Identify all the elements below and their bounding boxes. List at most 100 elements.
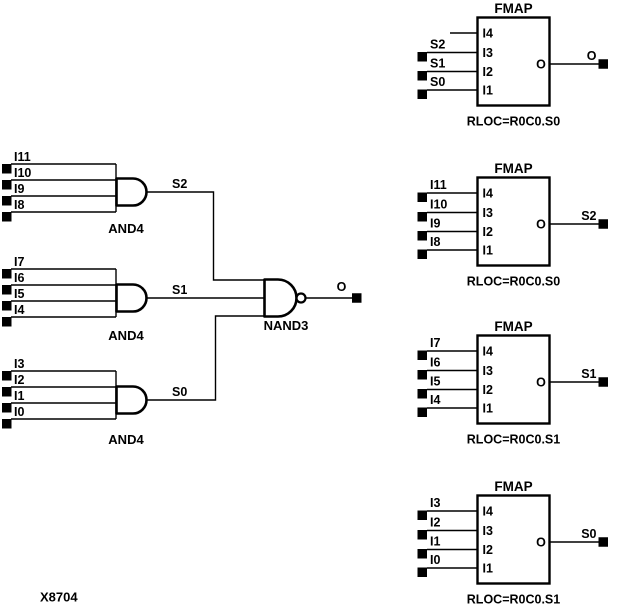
pin-label-i3: I3: [483, 524, 493, 538]
input-terminal: [417, 370, 427, 380]
pin-label-i3: I3: [483, 206, 493, 220]
input-label-i5: I5: [14, 287, 24, 301]
pin-label-o: O: [536, 536, 546, 550]
input-label-i4: I4: [14, 303, 24, 317]
and4-group-s0: I3 I2 I1 I0 AND4 S0: [2, 315, 265, 447]
input-terminal: [417, 89, 427, 99]
input-terminal: [2, 269, 12, 279]
input-terminal: [417, 407, 427, 417]
input-terminal: [417, 510, 427, 520]
pin-label-o: O: [536, 58, 546, 72]
and4-gate-symbol: [115, 385, 148, 415]
input-label-i7: I7: [14, 255, 24, 269]
net-label: I1: [430, 535, 440, 549]
net-label-out: S2: [581, 209, 596, 223]
fmap-box: [476, 334, 551, 425]
net-label: I9: [430, 217, 440, 231]
nand3-gate-symbol: [263, 278, 298, 318]
input-terminal: [2, 419, 12, 429]
gate-label-and4: AND4: [108, 432, 144, 447]
input-terminal: [2, 180, 12, 190]
input-terminal: [2, 301, 12, 311]
pin-label-i1: I1: [483, 402, 493, 416]
input-terminal: [2, 387, 12, 397]
input-label-i9: I9: [14, 182, 24, 196]
nand3-inversion-bubble: [295, 292, 307, 304]
gate-label-and4: AND4: [108, 328, 144, 343]
pin-label-i1: I1: [483, 84, 493, 98]
input-terminal: [417, 549, 427, 559]
input-terminal: [417, 530, 427, 540]
input-label-i1: I1: [14, 389, 24, 403]
fmap-block-1: FMAP S2 S1 S0 I4 I3 I2 I1 O O RLOC=R0C0.…: [417, 1, 608, 129]
and4-group-s2: I11 I10 I9 I8 AND4 S2: [2, 150, 265, 281]
net-label-out: S0: [581, 527, 596, 541]
input-label-i2: I2: [14, 373, 24, 387]
pin-label-i4: I4: [483, 505, 493, 519]
output-terminal: [352, 293, 362, 303]
net-label: I7: [430, 336, 440, 350]
input-terminal: [2, 285, 12, 295]
input-terminal: [417, 249, 427, 259]
net-label-out: S1: [581, 367, 596, 381]
pin-label-i1: I1: [483, 562, 493, 576]
net-label: I11: [430, 178, 447, 192]
net-s2-wire: [146, 191, 265, 281]
fmap-box: [476, 16, 551, 107]
fmap-title: FMAP: [494, 479, 532, 494]
pin-label-o: O: [536, 218, 546, 232]
rloc-label: RLOC=R0C0.S1: [467, 593, 560, 607]
input-label-i6: I6: [14, 271, 24, 285]
net-label: I8: [430, 235, 440, 249]
net-label: I6: [430, 356, 440, 370]
pin-label-i4: I4: [483, 27, 493, 41]
output-terminal: [598, 219, 608, 229]
input-terminal: [417, 350, 427, 360]
pin-label-i2: I2: [483, 543, 493, 557]
input-terminal: [417, 212, 427, 222]
net-label-s0: S0: [172, 385, 187, 399]
fmap-title: FMAP: [494, 319, 532, 334]
input-terminal: [2, 317, 12, 327]
input-terminal: [417, 52, 427, 62]
net-label: I0: [430, 553, 440, 567]
net-label-s1: S1: [172, 283, 187, 297]
net-label: I10: [430, 198, 447, 212]
pin-label-i3: I3: [483, 46, 493, 60]
net-label: S2: [430, 38, 445, 52]
net-label: I2: [430, 516, 440, 530]
net-label: I5: [430, 375, 440, 389]
input-terminal: [417, 231, 427, 241]
rloc-label: RLOC=R0C0.S0: [467, 115, 560, 129]
net-label: S1: [430, 57, 445, 71]
net-label-out: O: [587, 49, 597, 63]
gate-label-and4: AND4: [108, 221, 144, 236]
output-terminal: [598, 59, 608, 69]
fmap-block-4: FMAP I3 I2 I1 I0 I4 I3 I2 I1 O S0 RLOC=R…: [417, 479, 608, 607]
pin-label-i2: I2: [483, 65, 493, 79]
input-label-i11: I11: [14, 150, 31, 164]
and4-group-s1: I7 I6 I5 I4 AND4 S1: [2, 255, 265, 343]
gate-label-nand3: NAND3: [264, 318, 309, 333]
fmap-block-2: FMAP I11 I10 I9 I8 I4 I3 I2 I1 O S2 RLOC…: [417, 161, 608, 289]
net-label: S0: [430, 75, 445, 89]
input-terminal: [417, 192, 427, 202]
input-terminal: [417, 389, 427, 399]
pin-label-i2: I2: [483, 225, 493, 239]
input-label-i0: I0: [14, 405, 24, 419]
input-terminal: [2, 196, 12, 206]
pin-label-i2: I2: [483, 383, 493, 397]
fmap-block-3: FMAP I7 I6 I5 I4 I4 I3 I2 I1 O S1 RLOC=R…: [417, 319, 608, 447]
input-terminal: [2, 212, 12, 222]
input-terminal: [2, 403, 12, 413]
pin-label-i1: I1: [483, 244, 493, 258]
pin-label-i4: I4: [483, 187, 493, 201]
input-terminal: [2, 371, 12, 381]
rloc-label: RLOC=R0C0.S1: [467, 433, 560, 447]
and4-gate-symbol: [115, 283, 148, 313]
input-label-i3: I3: [14, 357, 24, 371]
input-label-i10: I10: [14, 166, 31, 180]
pin-label-o: O: [536, 376, 546, 390]
and4-gate-symbol: [115, 177, 148, 207]
